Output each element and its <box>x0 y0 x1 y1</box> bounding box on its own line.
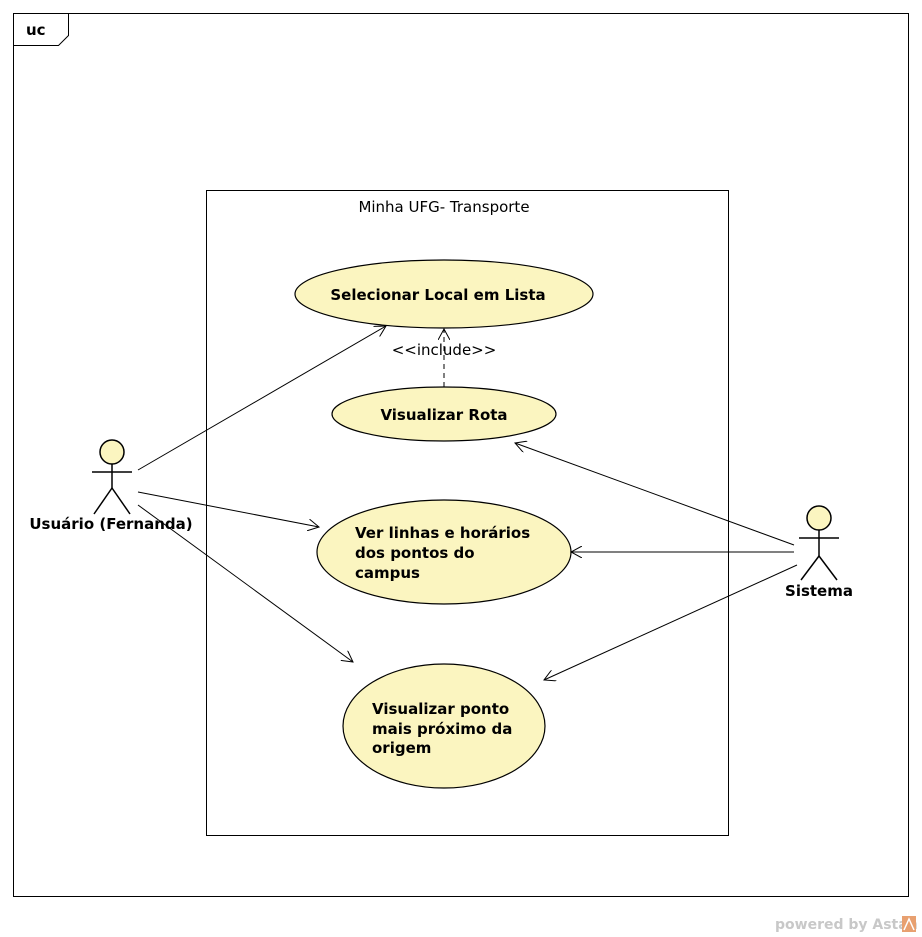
use-case-label: origem <box>372 739 431 757</box>
association-arrow <box>544 564 798 680</box>
diagram-frame <box>13 13 909 897</box>
use-case-label: campus <box>355 564 420 582</box>
use-case-label: Ver linhas e horários <box>355 524 530 542</box>
association-arrow <box>137 491 319 527</box>
use-case-visualizar-ponto[interactable] <box>342 663 546 789</box>
use-case-label: Visualizar Rota <box>380 406 507 424</box>
use-case-label: mais próximo da <box>372 720 512 738</box>
use-case-label: Visualizar ponto <box>372 700 509 718</box>
astah-logo-icon <box>902 916 916 932</box>
actor-sistema-label: Sistema <box>785 582 853 600</box>
frame-tab <box>13 13 69 46</box>
boundary-title: Minha UFG- Transporte <box>358 198 529 216</box>
association-arrow <box>515 443 795 546</box>
actor-sistema[interactable] <box>799 505 839 581</box>
include-stereotype: <<include>> <box>392 341 497 359</box>
system-boundary <box>206 190 729 836</box>
actor-usuario-label: Usuário (Fernanda) <box>29 515 192 533</box>
actor-usuario[interactable] <box>92 439 132 515</box>
powered-by-footer: powered by Astah <box>775 917 918 933</box>
association-arrow <box>137 504 353 662</box>
frame-label: uc <box>26 21 46 39</box>
association-arrow <box>137 326 386 471</box>
use-case-label: Selecionar Local em Lista <box>330 286 545 304</box>
use-case-label: dos pontos do <box>355 544 475 562</box>
